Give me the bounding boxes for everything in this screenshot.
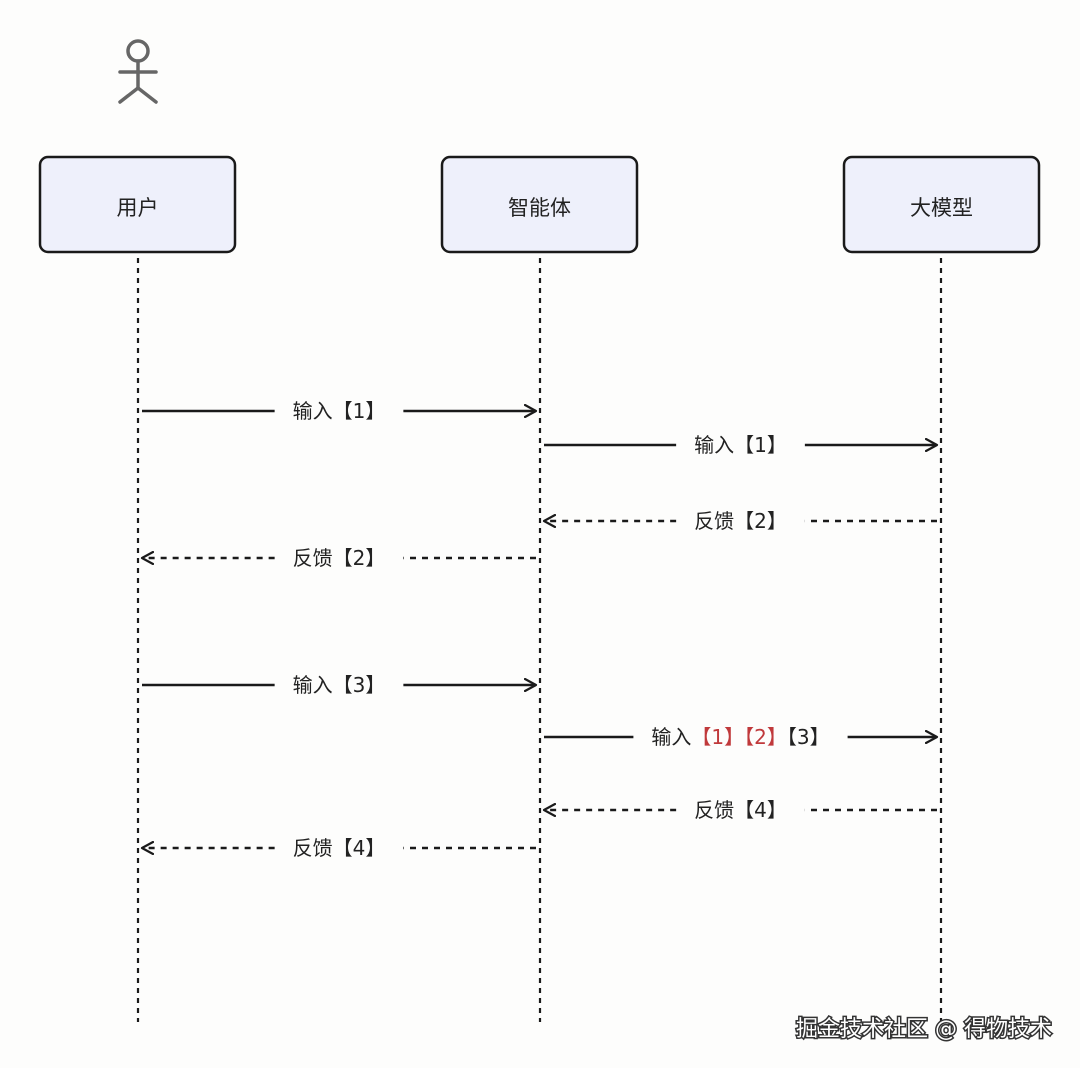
message-1: 输入【1】 <box>142 399 536 423</box>
message-label: 输入【1】 <box>694 433 787 457</box>
message-2: 输入【1】 <box>544 433 937 457</box>
participant-label: 大模型 <box>910 196 973 220</box>
message-label: 输入【1】 <box>293 399 386 423</box>
message-label: 反馈【4】 <box>293 836 386 860</box>
participant-label: 智能体 <box>508 196 571 220</box>
message-7: 反馈【4】 <box>544 798 937 822</box>
message-6: 输入【1】【2】【3】 <box>544 725 937 749</box>
message-4: 反馈【2】 <box>142 546 536 570</box>
message-label: 输入【1】【2】【3】 <box>651 725 829 749</box>
message-label: 反馈【2】 <box>694 509 787 533</box>
message-label: 反馈【4】 <box>694 798 787 822</box>
participant-label: 用户 <box>117 196 159 220</box>
message-label: 输入【3】 <box>293 673 386 697</box>
message-8: 反馈【4】 <box>142 836 536 860</box>
message-3: 反馈【2】 <box>544 509 937 533</box>
message-5: 输入【3】 <box>142 673 536 697</box>
participant-llm: 大模型 <box>842 155 1041 254</box>
participant-user: 用户 <box>38 155 237 254</box>
message-label: 反馈【2】 <box>293 546 386 570</box>
watermark: 掘金技术社区 @ 得物技术 <box>796 1017 1052 1042</box>
actor-icon <box>118 39 158 104</box>
participant-agent: 智能体 <box>440 155 639 254</box>
